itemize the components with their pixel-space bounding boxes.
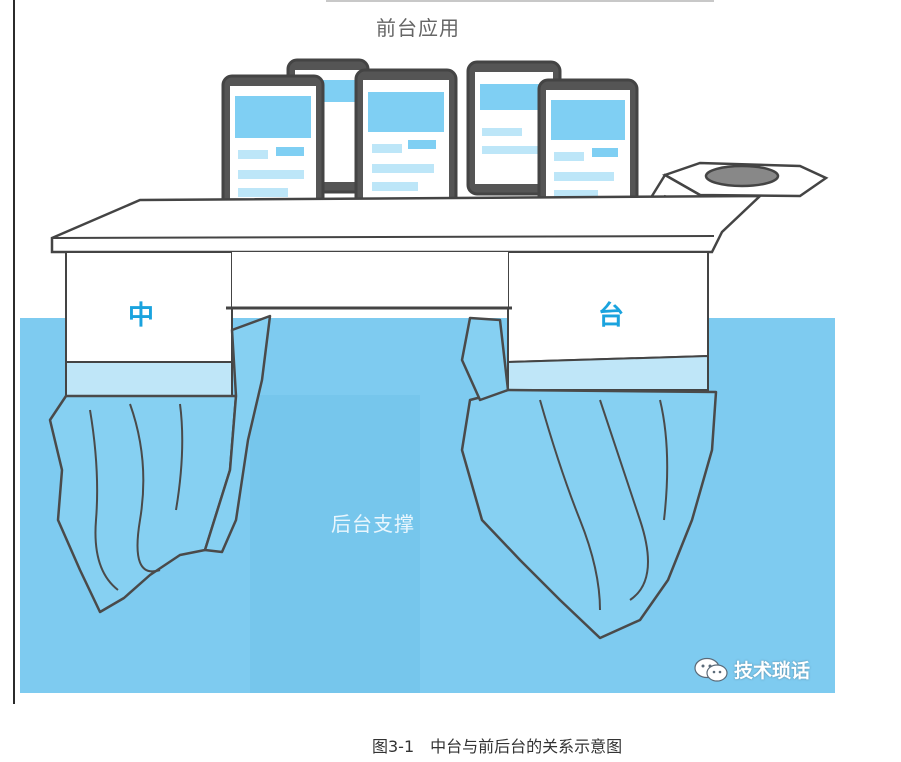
root-contour-lines: [89, 399, 669, 611]
tablet-4: [354, 68, 458, 210]
tablet-5: [537, 78, 639, 220]
front-app-label: 前台应用: [376, 16, 460, 40]
backend-support-label: 后台支撑: [331, 512, 415, 536]
ice-right: [507, 354, 709, 391]
water-deep-shade: [250, 395, 420, 693]
watermark-text: 技术琐话: [734, 660, 811, 682]
watermark: 技术琐话: [694, 656, 810, 683]
tablet-3: [221, 74, 325, 218]
middle-platform-char-tai: 台: [598, 301, 625, 331]
figure-caption: 图3-1 中台与前后台的关系示意图: [372, 737, 623, 756]
wechat-icon: [694, 657, 728, 682]
left-border-line: [13, 0, 15, 704]
ice-left: [65, 361, 233, 397]
table-top: [50, 194, 764, 254]
middle-platform-char-zhong: 中: [128, 301, 155, 331]
table-middle-strip: [232, 252, 508, 308]
top-border-line: [326, 0, 714, 2]
tablet-devices: [221, 58, 639, 220]
